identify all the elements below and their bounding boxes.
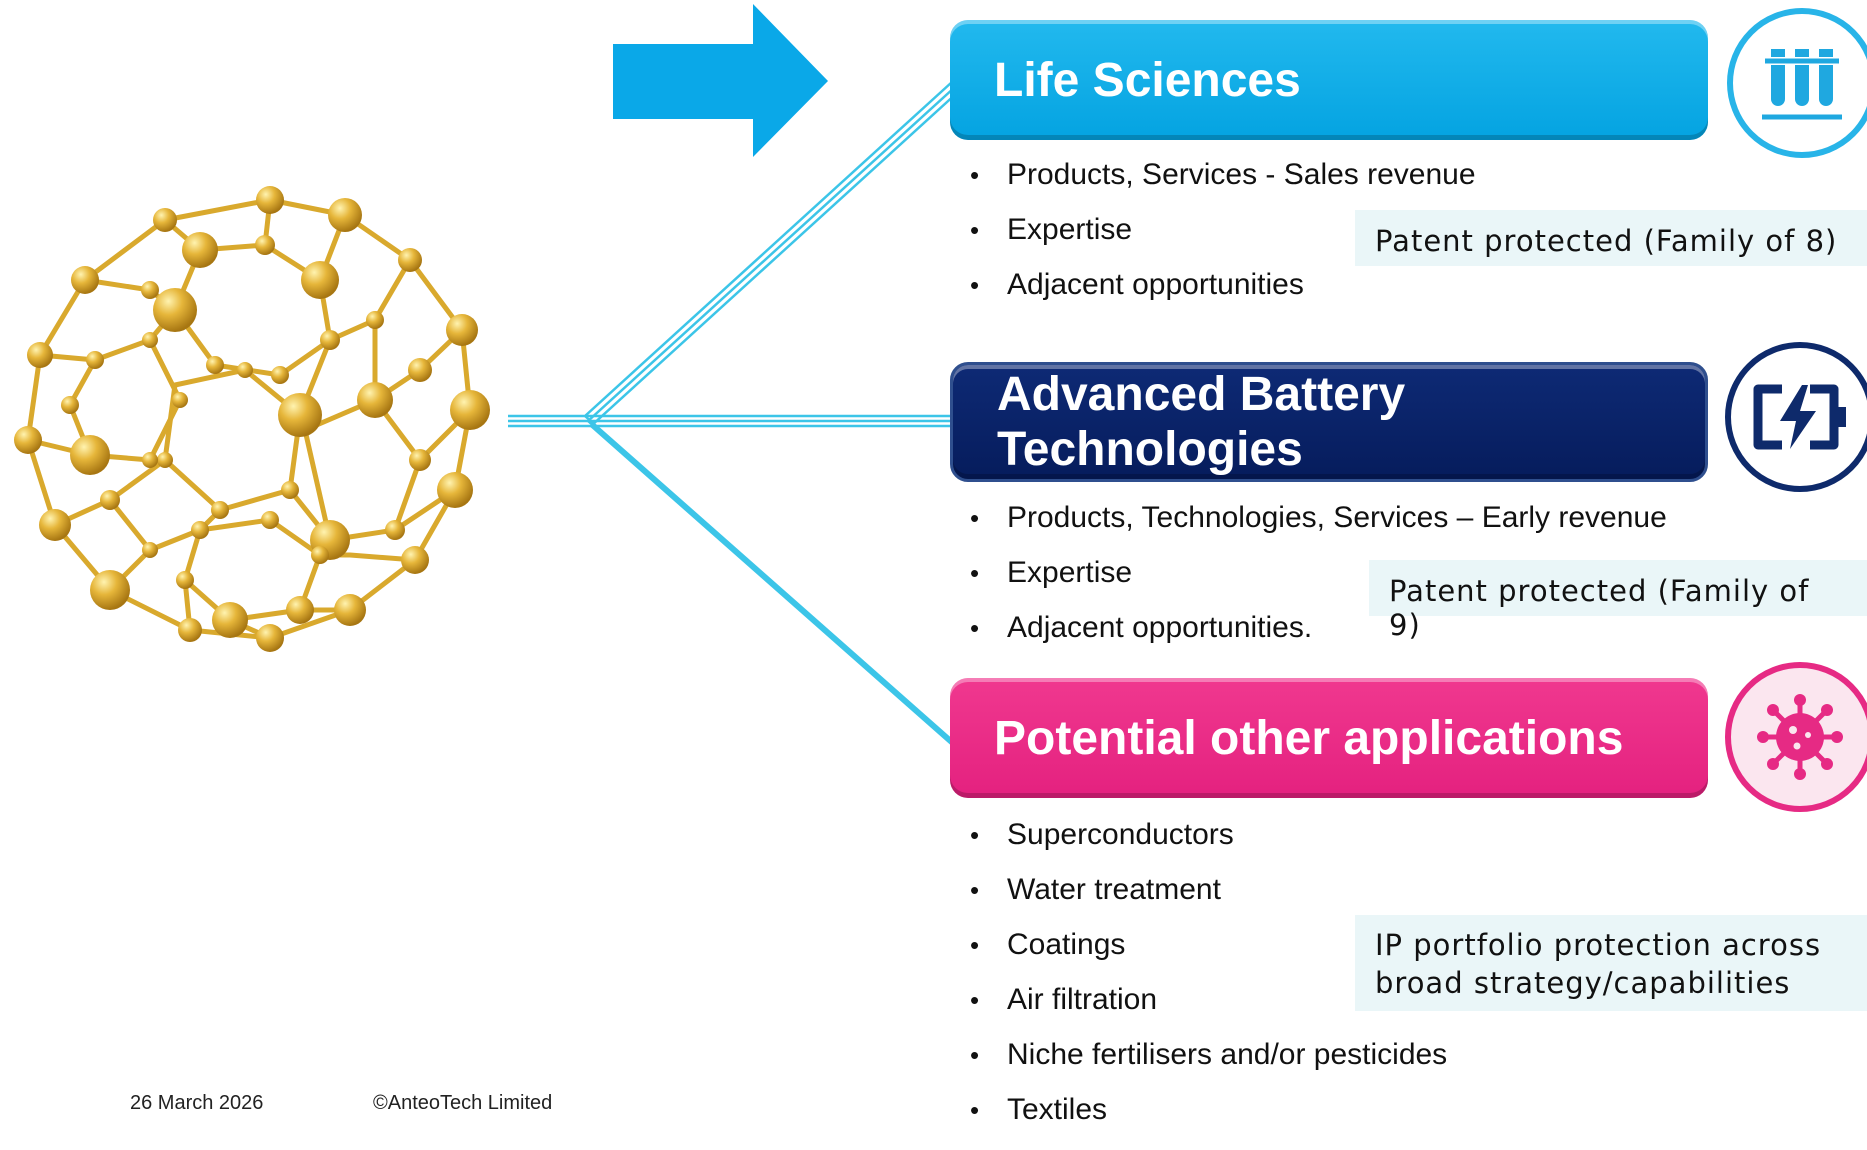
list-item: Air filtration: [970, 985, 1447, 1016]
battery-charging-icon: [1753, 384, 1846, 450]
life-sciences-icon-circle: [1727, 8, 1867, 158]
other-applications-bullets: Superconductors Water treatment Coatings…: [970, 820, 1447, 1150]
footer-copyright: ©AnteoTech Limited: [373, 1092, 553, 1114]
list-item: Water treatment: [970, 875, 1447, 906]
connector-lines: [508, 81, 959, 751]
list-item: Adjacent opportunities: [970, 270, 1476, 301]
other-applications-title: Potential other applications: [994, 711, 1624, 765]
footer-date: 26 March 2026: [130, 1092, 264, 1114]
list-item: Niche fertilisers and/or pesticides: [970, 1040, 1447, 1071]
life-sciences-title: Life Sciences: [994, 53, 1301, 107]
list-item: Products, Services - Sales revenue: [970, 160, 1476, 191]
other-applications-icon-circle: [1725, 662, 1867, 812]
list-item: Expertise: [970, 558, 1667, 589]
battery-patent-note: Patent protected (Family of 9): [1369, 560, 1867, 642]
list-item: Expertise: [970, 215, 1476, 246]
list-item: Textiles: [970, 1095, 1447, 1126]
other-applications-ip-note: IP portfolio protection across broad str…: [1355, 915, 1867, 1011]
list-item: Products, Technologies, Services – Early…: [970, 503, 1667, 534]
fullerene-molecule-icon: [14, 186, 490, 652]
test-tubes-icon: [1762, 49, 1842, 120]
battery-title: Advanced Battery Technologies: [997, 368, 1406, 476]
battery-bullets: Products, Technologies, Services – Early…: [970, 503, 1667, 668]
right-arrow-icon: [613, 4, 828, 157]
life-sciences-banner: Life Sciences: [950, 20, 1708, 140]
virus-icon: [1757, 694, 1843, 780]
list-item: Coatings: [970, 930, 1447, 961]
list-item: Adjacent opportunities.: [970, 613, 1667, 644]
life-sciences-patent-note: Patent protected (Family of 8): [1355, 210, 1867, 266]
life-sciences-bullets: Products, Services - Sales revenue Exper…: [970, 160, 1476, 325]
battery-banner: Advanced Battery Technologies: [950, 362, 1708, 482]
other-applications-banner: Potential other applications: [950, 678, 1708, 798]
battery-icon-circle: [1725, 342, 1867, 492]
list-item: Superconductors: [970, 820, 1447, 851]
